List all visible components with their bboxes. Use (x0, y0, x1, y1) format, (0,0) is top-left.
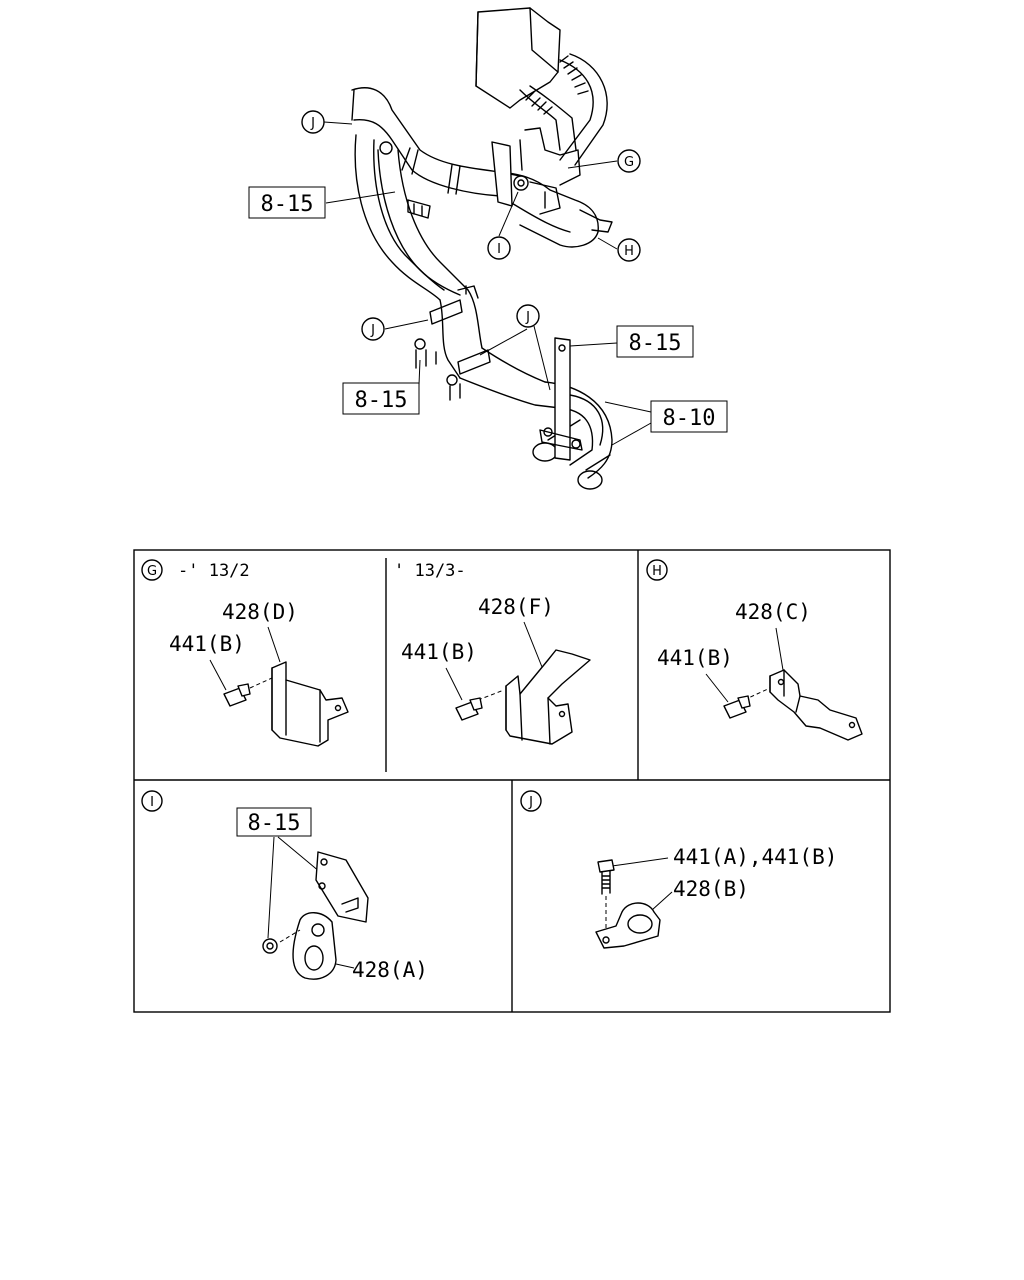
callout-g: G (617, 149, 641, 173)
svg-text:G: G (147, 564, 157, 579)
callout-j-2: J (361, 317, 385, 341)
callout-j-1: J (301, 110, 325, 134)
corrugated-harness (519, 53, 608, 166)
leader-lines (323, 121, 652, 446)
svg-text:441(A),441(B): 441(A),441(B) (673, 845, 837, 869)
svg-text:441(B): 441(B) (169, 632, 245, 656)
svg-text:J: J (310, 116, 315, 131)
svg-text:J: J (525, 310, 530, 325)
svg-text:441(B): 441(B) (401, 640, 477, 664)
ref-box-left-upper: 8-15 (248, 186, 326, 219)
svg-text:I: I (150, 795, 154, 810)
panel-g-early: G -' 13/2 428(D) 441(B) (141, 559, 349, 747)
svg-text:8-15: 8-15 (629, 331, 682, 356)
callout-j-3: J (516, 304, 540, 328)
svg-text:-' 13/2: -' 13/2 (178, 561, 250, 581)
svg-text:428(D): 428(D) (222, 600, 298, 624)
svg-text:' 13/3-: ' 13/3- (394, 561, 466, 581)
panel-g-late: ' 13/3- 428(F) 441(B) (394, 561, 591, 745)
svg-text:428(F): 428(F) (478, 595, 554, 619)
panel-h: H 428(C) 441(B) (646, 559, 863, 741)
svg-text:J: J (528, 795, 533, 810)
panel-j: J 441(A),441(B) 428(B) (520, 790, 837, 949)
svg-text:428(C): 428(C) (735, 600, 811, 624)
svg-text:I: I (497, 242, 501, 257)
ref-box-left-lower: 8-15 (342, 382, 420, 415)
detail-grid (133, 549, 891, 1013)
svg-text:8-10: 8-10 (663, 406, 716, 431)
svg-text:H: H (624, 244, 634, 259)
panel-i: I 8-15 428(A) (141, 790, 428, 982)
svg-text:8-15: 8-15 (261, 192, 314, 217)
svg-text:441(B): 441(B) (657, 646, 733, 670)
svg-text:8-15: 8-15 (248, 811, 301, 836)
callout-i: I (487, 236, 511, 260)
svg-text:8-15: 8-15 (355, 388, 408, 413)
main-assembly (351, 7, 613, 490)
callout-h: H (617, 238, 641, 262)
svg-text:H: H (652, 564, 662, 579)
ref-box-right-lower: 8-10 (650, 400, 728, 433)
svg-text:428(B): 428(B) (673, 877, 749, 901)
heater-hoses (351, 87, 599, 301)
svg-text:G: G (624, 155, 634, 170)
svg-text:428(A): 428(A) (352, 958, 428, 982)
ref-box-right-upper: 8-15 (616, 325, 694, 358)
svg-text:J: J (370, 323, 375, 338)
